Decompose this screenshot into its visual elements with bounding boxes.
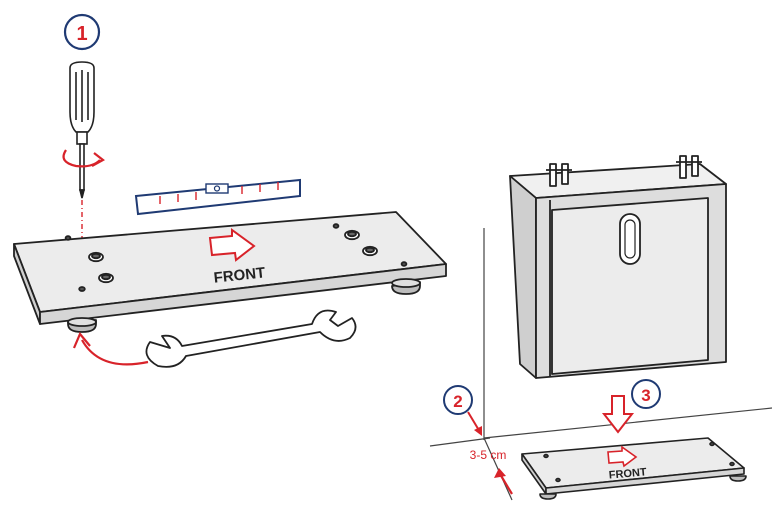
base-board bbox=[13, 211, 447, 333]
step-1-badge: 1 bbox=[63, 13, 101, 51]
front-arrow-small-icon bbox=[607, 445, 638, 468]
cabinet-unit bbox=[509, 155, 727, 379]
front-arrow-icon bbox=[208, 228, 256, 262]
spirit-level-icon bbox=[134, 178, 301, 216]
step-2-number: 2 bbox=[453, 392, 462, 411]
front-label-large: FRONT bbox=[213, 264, 266, 286]
distance-arrow-icon bbox=[499, 473, 513, 495]
rotate-arrow-head-icon bbox=[91, 152, 106, 167]
wrench-icon bbox=[145, 309, 357, 368]
step-1-number: 1 bbox=[76, 23, 87, 45]
wall-floor-lines bbox=[429, 228, 772, 501]
step-3-number: 3 bbox=[641, 386, 650, 405]
adjust-arrow-head-icon bbox=[72, 331, 91, 349]
distance-label: 3-5 cm bbox=[470, 448, 507, 462]
small-base-board bbox=[521, 437, 747, 500]
place-down-arrow-icon bbox=[601, 395, 635, 434]
step-3-badge: 3 bbox=[631, 379, 661, 409]
distance-arrow-head-icon bbox=[494, 468, 506, 478]
front-label-small: FRONT bbox=[608, 466, 647, 481]
step-2-arrow-head-icon bbox=[474, 426, 482, 436]
screwdriver-icon bbox=[69, 61, 95, 199]
adjust-arrow-icon bbox=[81, 339, 149, 366]
step-2-badge: 2 bbox=[443, 385, 473, 415]
